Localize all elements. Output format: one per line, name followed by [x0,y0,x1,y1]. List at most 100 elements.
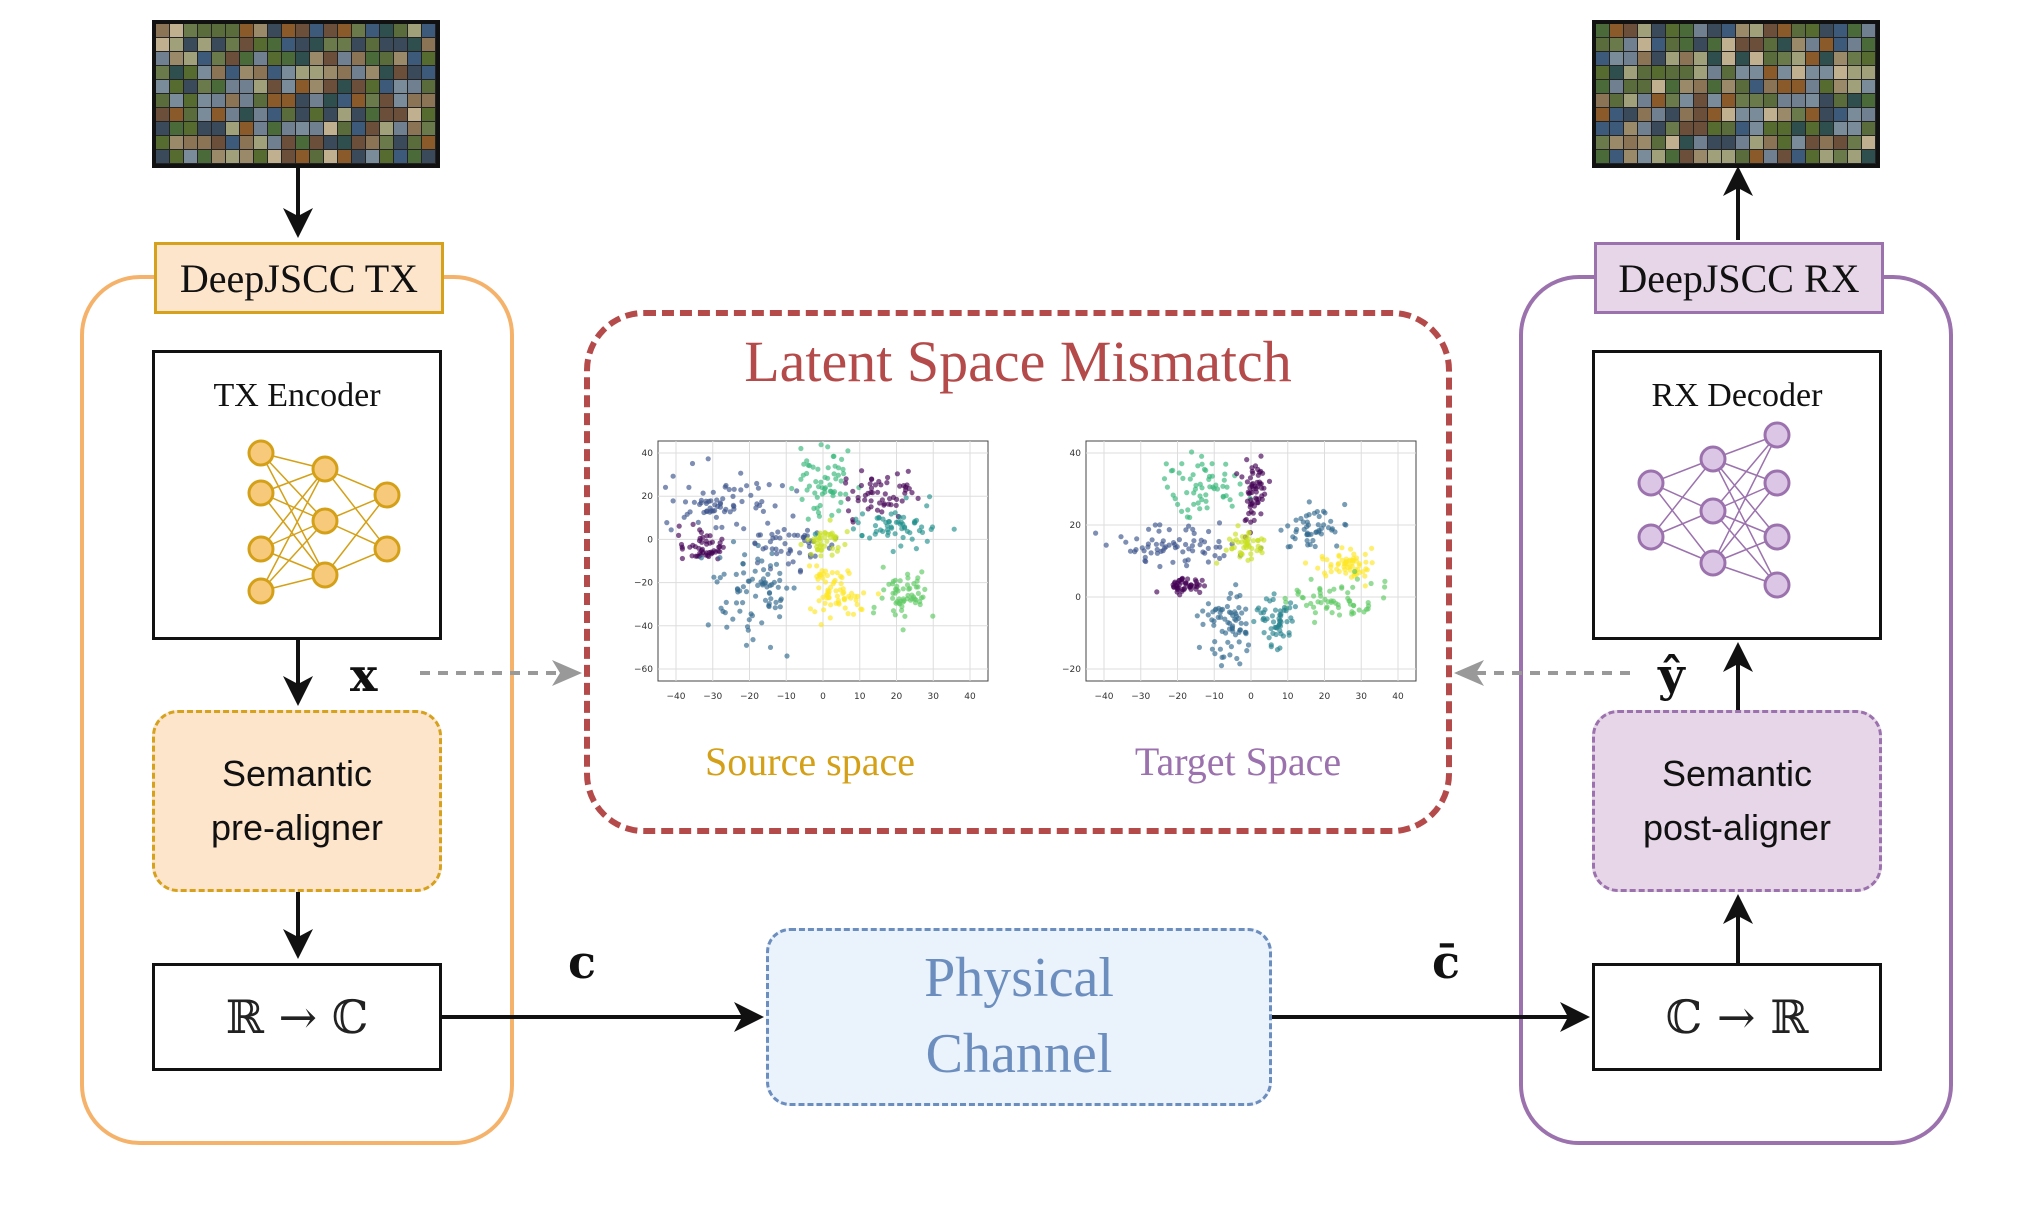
semantic-post-aligner: Semantic post-aligner [1592,710,1882,892]
image-tile [394,38,407,51]
scatter-point [707,540,713,546]
image-tile [1862,52,1875,65]
decoder-edge [1712,482,1778,564]
scatter-point [1382,584,1388,590]
scatter-point [904,582,911,588]
image-tile [254,80,267,93]
image-tile [198,136,211,149]
scatter-point [899,498,905,504]
image-tile [324,24,337,37]
scatter-point [872,531,878,537]
image-tile [394,80,407,93]
scatter-point [1205,612,1211,618]
scatter-point [1176,582,1182,588]
image-tile [1652,66,1665,79]
scatter-point [862,497,868,503]
encoder-edge [324,494,388,576]
scatter-point [1160,548,1166,554]
scatter-point [788,548,794,554]
scatter-point [832,463,838,469]
scatter-point [850,526,856,532]
image-tile [1862,94,1875,107]
post-aligner-line1: Semantic [1661,753,1813,794]
scatter-point [1246,529,1252,536]
image-tile [1666,24,1679,37]
scatter-point [708,508,714,514]
scatter-point [730,539,737,545]
scatter-point [753,593,759,599]
scatter-point [1277,628,1283,634]
image-tile [310,136,323,149]
scatter-point [1266,478,1273,484]
image-tile [1596,122,1609,135]
image-tile [352,66,365,79]
scatter-point [1154,550,1160,556]
scatter-point [1298,515,1304,522]
scatter-point [1176,537,1182,543]
scatter-point [1234,655,1240,662]
symbol-c: c [568,935,597,989]
image-tile [156,52,169,65]
scatter-point [1366,603,1372,609]
image-tile [1638,24,1651,37]
scatter-point [815,510,822,516]
scatter-point [917,601,923,608]
scatter-point [784,653,790,659]
scatter-point [772,503,778,509]
scatter-point [884,523,890,529]
image-tile [212,136,225,149]
image-tile [296,150,309,163]
scatter-point [1354,576,1360,582]
image-tile [1820,52,1833,65]
scatter-point [1194,581,1200,587]
image-tile [1624,80,1637,93]
image-tile [226,108,239,121]
encoder-node [373,481,401,509]
image-tile [1652,52,1665,65]
scatter-point [714,579,720,585]
image-tile [1806,94,1819,107]
scatter-point [1204,505,1210,511]
scatter-point [845,508,852,514]
image-tile [254,94,267,107]
image-tile [1736,52,1749,65]
image-tile [1848,136,1861,149]
output-image-grid [1592,20,1880,168]
scatter-point [1172,579,1178,585]
image-tile [1694,80,1707,93]
scatter-point [822,489,828,495]
scatter-point [1247,475,1254,481]
image-tile [1792,80,1805,93]
scatter-point [748,611,754,617]
scatter-point [872,523,879,529]
scatter-point [1237,661,1243,667]
scatter-point [1132,549,1138,555]
scatter-point [1242,537,1248,544]
image-tile [408,122,421,135]
y-tick-label: 40 [642,449,654,459]
scatter-point [897,514,903,520]
scatter-point [840,590,846,596]
scatter-point [829,552,835,558]
scatter-point [1339,557,1345,563]
scatter-point [824,592,830,598]
scatter-point [868,485,875,491]
image-tile [296,66,309,79]
scatter-point [664,520,670,526]
image-tile [1848,94,1861,107]
scatter-point [1223,461,1229,467]
image-tile [352,94,365,107]
scatter-point [746,578,752,584]
scatter-point [810,464,816,470]
scatter-point [915,584,921,590]
scatter-point [714,497,720,503]
scatter-point [761,567,767,573]
scatter-point [880,564,886,570]
scatter-point [818,442,824,448]
scatter-point [1245,642,1252,648]
scatter-point [1225,619,1231,626]
image-tile [422,136,435,149]
scatter-point [827,615,833,621]
scatter-point [1235,523,1241,529]
image-tile [1820,66,1833,79]
